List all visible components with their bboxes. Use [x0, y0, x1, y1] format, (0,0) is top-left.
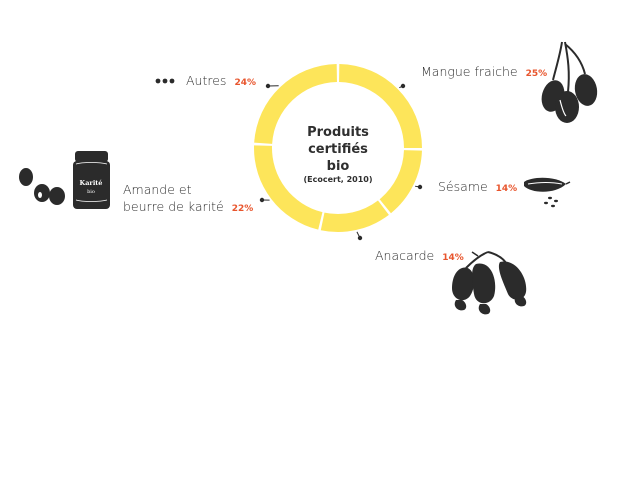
title-line-1: Produits [307, 125, 369, 140]
label-anacarde-pct: 14% [442, 253, 464, 263]
title-line-2: certifiés [308, 142, 368, 157]
label-autres-name: Autres [186, 73, 226, 88]
subtitle: (Ecocert, 2010) [303, 175, 372, 184]
ring-segment-sesame [379, 150, 422, 214]
donut-ring [254, 64, 422, 232]
jar-label-line2: bio [87, 189, 95, 195]
label-mangue: Mangue fraiche 25% [421, 64, 547, 79]
label-karite-line1: Amande et [123, 182, 192, 197]
center-title: Produits certifiés bio (Ecocert, 2010) [303, 125, 372, 184]
label-sesame-name: Sésame [438, 179, 488, 194]
label-autres: Autres 24% [186, 73, 256, 88]
shea-jar-icon: Karité bio [73, 151, 110, 209]
label-anacarde: Anacarde 14% [375, 248, 464, 263]
ring-segment-mangue [339, 64, 422, 149]
connector-lines [259, 83, 423, 241]
label-sesame-pct: 14% [496, 184, 518, 194]
connector-dot-karite [259, 197, 265, 203]
ring-segment-karite [254, 145, 323, 230]
connector-dot-sesame [417, 184, 423, 190]
connector-dot-autres [265, 83, 271, 89]
connector-dot-mangue [400, 83, 406, 89]
label-karite-pct: 22% [232, 204, 254, 214]
ring-segment-anacarde [320, 200, 389, 232]
label-mangue-pct: 25% [526, 69, 548, 79]
shea-nut-icon [19, 168, 65, 205]
label-karite-line2: beurre de karité 22% [123, 199, 253, 214]
cashew-icon [452, 251, 527, 315]
ellipsis-icon [155, 78, 175, 84]
mango-icon [541, 41, 598, 123]
title-line-3: bio [327, 159, 350, 174]
sesame-icon [524, 177, 571, 208]
label-sesame: Sésame 14% [438, 179, 517, 194]
label-anacarde-name: Anacarde [375, 248, 434, 263]
label-mangue-name: Mangue fraiche [421, 64, 518, 79]
label-karite-name-2: beurre de karité [123, 199, 224, 214]
jar-label-line1: Karité [80, 179, 103, 187]
connector-dot-anacarde [357, 235, 363, 241]
label-autres-pct: 24% [234, 78, 256, 88]
ring-segment-autres [254, 64, 337, 144]
